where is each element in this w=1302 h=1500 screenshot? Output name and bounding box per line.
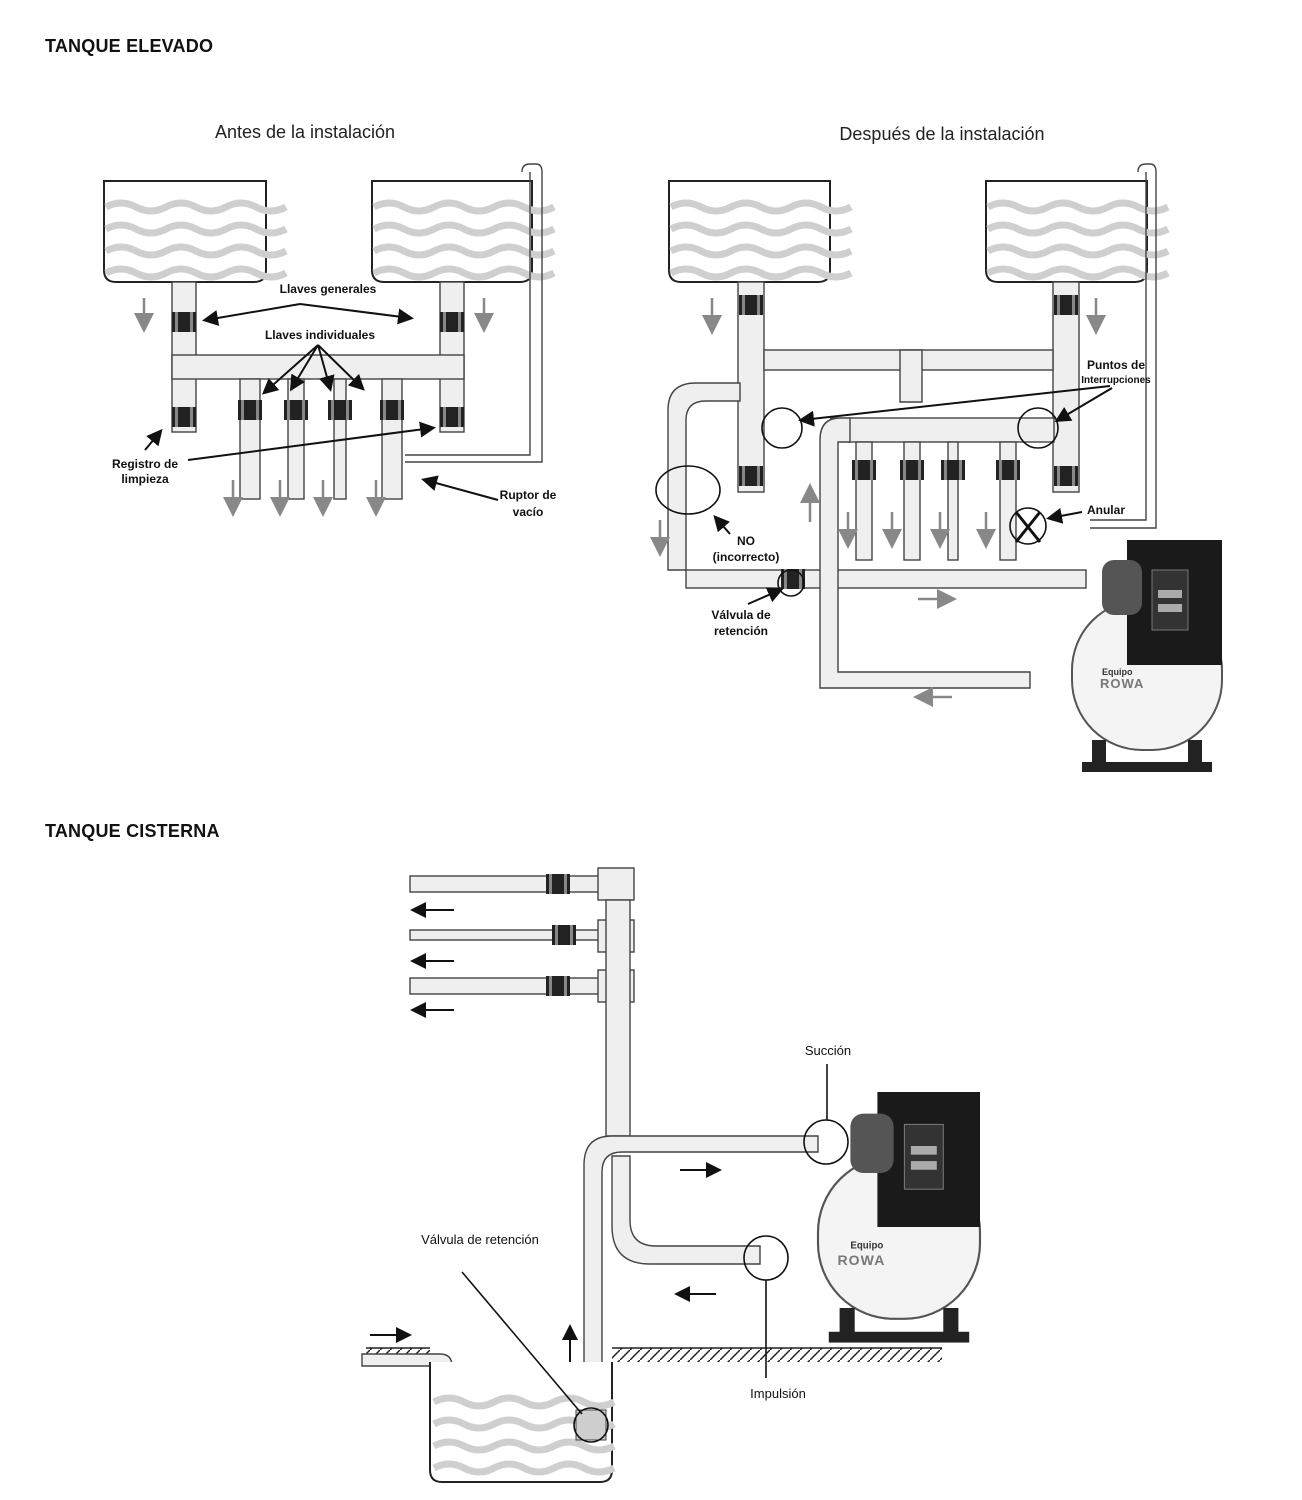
after-branch-1 xyxy=(855,441,873,561)
cist-outlet-1 xyxy=(409,875,601,893)
before-individual-valve-1 xyxy=(238,400,262,420)
after-annotation-arrows xyxy=(713,385,1113,605)
after-bypass-pipe xyxy=(667,382,741,571)
after-clean-valve-left xyxy=(739,466,763,486)
section-title-elevado: TANQUE ELEVADO xyxy=(45,36,214,56)
after-flow-arrows xyxy=(650,298,1106,707)
after-clean-valve-right xyxy=(1054,466,1078,486)
cist-succion-circle xyxy=(803,1119,849,1165)
after-individual-valve-1 xyxy=(852,460,876,480)
cist-pump: Equipo ROWA xyxy=(816,1090,982,1344)
after-vent-pipe xyxy=(1090,163,1157,529)
after-riser-right xyxy=(1052,281,1080,493)
before-annotation-arrows xyxy=(144,303,499,501)
label-anular: Anular xyxy=(1087,503,1125,517)
after-check-valve-circle xyxy=(777,569,805,597)
label-ruptor-1: Ruptor de xyxy=(500,488,557,502)
after-pump: Equipo ROWA xyxy=(1071,539,1223,773)
after-branch-2 xyxy=(903,441,921,561)
after-individual-valve-3 xyxy=(941,460,965,480)
before-branch-4 xyxy=(381,378,403,500)
after-individual-valve-4 xyxy=(996,460,1020,480)
label-impulsion: Impulsión xyxy=(750,1386,806,1401)
cist-valve-3 xyxy=(546,976,570,996)
before-tank-right xyxy=(372,180,554,283)
label-registro-2: limpieza xyxy=(121,472,169,486)
after-manifold xyxy=(847,417,1055,443)
cross-icon xyxy=(1014,511,1042,543)
before-clean-valve-left xyxy=(172,407,196,427)
after-link-elbow xyxy=(899,349,923,403)
after-return-pipe xyxy=(819,417,1031,689)
after-tank-right xyxy=(986,180,1168,283)
before-general-valve-right xyxy=(440,312,464,332)
before-general-valve-left xyxy=(172,312,196,332)
label-puntos-1: Puntos de xyxy=(1087,358,1145,372)
after-title: Después de la instalación xyxy=(839,124,1044,144)
label-succion: Succión xyxy=(805,1043,851,1058)
before-branch-1 xyxy=(239,378,261,500)
label-ruptor-2: vacío xyxy=(513,505,544,519)
cist-ground-right xyxy=(612,1348,942,1362)
cist-tee-1 xyxy=(597,867,635,901)
cist-outlet-3 xyxy=(409,977,601,995)
after-general-valve-right xyxy=(1054,295,1078,315)
after-interruption-circle-left xyxy=(761,407,803,449)
svg-text:ROWA: ROWA xyxy=(837,1252,885,1268)
cist-suction-pipe xyxy=(583,1135,819,1426)
cist-check-valve xyxy=(575,1409,607,1441)
cist-flow-arrows xyxy=(370,902,722,1368)
before-tank-left xyxy=(104,180,286,283)
after-individual-valve-2 xyxy=(900,460,924,480)
before-header xyxy=(171,354,465,380)
label-valvula-2: retención xyxy=(714,624,768,638)
after-pump-feed-pipe xyxy=(685,569,1087,589)
cist-tank xyxy=(429,1362,614,1483)
svg-text:Equipo: Equipo xyxy=(1102,667,1133,677)
after-anular-circle xyxy=(1009,507,1047,545)
label-llaves-individuales: Llaves individuales xyxy=(265,328,375,342)
label-no-1: NO xyxy=(737,534,755,548)
cist-valve-1 xyxy=(546,874,570,894)
after-incorrect-circle xyxy=(655,465,721,515)
label-registro-1: Registro de xyxy=(112,457,178,471)
label-no-2: (incorrecto) xyxy=(713,550,780,564)
cist-valve-leader xyxy=(461,1271,583,1415)
before-vent-pipe xyxy=(405,163,543,463)
label-llaves-generales: Llaves generales xyxy=(280,282,377,296)
before-flow-arrows xyxy=(134,298,494,517)
cist-check-valve-circle xyxy=(573,1407,609,1443)
after-tank-left xyxy=(669,180,851,283)
before-individual-valve-4 xyxy=(380,400,404,420)
before-title: Antes de la instalación xyxy=(215,122,395,142)
before-clean-valve-right xyxy=(440,407,464,427)
after-branch-3 xyxy=(947,441,959,561)
before-individual-valve-3 xyxy=(328,400,352,420)
cist-valve-2 xyxy=(552,925,576,945)
after-interruption-circle-right xyxy=(1017,407,1059,449)
before-individual-valve-2 xyxy=(284,400,308,420)
label-puntos-2: Interrupciones xyxy=(1081,375,1151,386)
label-valvula-retencion: Válvula de retención xyxy=(421,1232,539,1247)
label-valvula-1: Válvula de xyxy=(711,608,771,622)
after-riser-left xyxy=(737,281,765,493)
after-branch-4 xyxy=(999,441,1017,561)
before-branch-2 xyxy=(287,378,305,500)
section-title-cisterna: TANQUE CISTERNA xyxy=(45,821,220,841)
after-general-valve-left xyxy=(739,295,763,315)
svg-text:Equipo: Equipo xyxy=(850,1241,883,1252)
svg-text:ROWA: ROWA xyxy=(1100,676,1144,691)
cist-discharge-pipe xyxy=(611,1155,761,1265)
cist-riser xyxy=(605,899,631,1137)
